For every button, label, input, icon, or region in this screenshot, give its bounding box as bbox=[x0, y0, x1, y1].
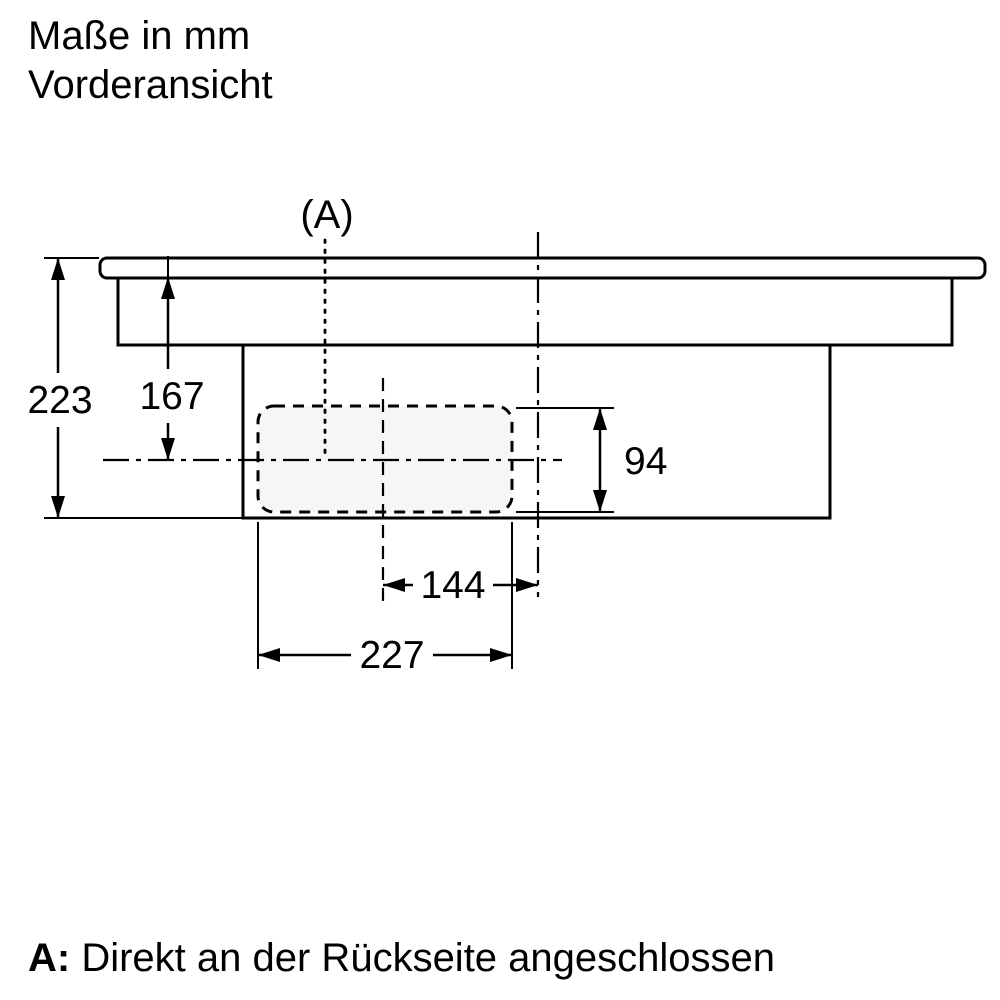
callout-a-label: (A) bbox=[300, 193, 353, 237]
arrowhead-down-icon bbox=[593, 490, 607, 512]
arrowhead-down-icon bbox=[161, 438, 175, 460]
dimension-top-to-outlet-center: 167 bbox=[139, 256, 205, 460]
dimension-overall-height: 223 bbox=[27, 257, 242, 519]
arrowhead-left-icon bbox=[258, 648, 280, 662]
dimension-label-outlet-width: 227 bbox=[359, 634, 424, 677]
title-units-line: Maße in mm bbox=[28, 14, 251, 58]
arrowhead-up-icon bbox=[51, 258, 65, 280]
arrowhead-down-icon bbox=[51, 496, 65, 518]
drawing-title: Maße in mm Vorderansicht bbox=[28, 12, 273, 110]
cooktop-body bbox=[116, 276, 954, 347]
arrowhead-right-icon bbox=[516, 578, 538, 592]
dimension-label-overall-height: 223 bbox=[27, 379, 92, 422]
dimension-label-outlet-center-to-rear: 144 bbox=[420, 564, 485, 607]
cooktop-glass-panel bbox=[98, 256, 987, 280]
arrowhead-up-icon bbox=[161, 277, 175, 299]
footnote-label: A: bbox=[28, 936, 71, 980]
arrowhead-up-icon bbox=[593, 408, 607, 430]
title-view-line: Vorderansicht bbox=[28, 63, 273, 107]
footnote: A: Direkt an der Rückseite angeschlossen bbox=[28, 936, 775, 981]
arrowhead-left-icon bbox=[383, 578, 405, 592]
arrowhead-right-icon bbox=[490, 648, 512, 662]
dimension-outlet-width: 227 bbox=[257, 522, 513, 677]
dimension-outlet-height: 94 bbox=[516, 407, 667, 513]
dimension-outlet-center-to-rear: 144 bbox=[383, 564, 538, 607]
dimension-label-outlet-height: 94 bbox=[624, 440, 667, 483]
footnote-text: Direkt an der Rückseite angeschlossen bbox=[70, 936, 776, 980]
dimension-label-top-to-outlet-center: 167 bbox=[139, 375, 204, 418]
